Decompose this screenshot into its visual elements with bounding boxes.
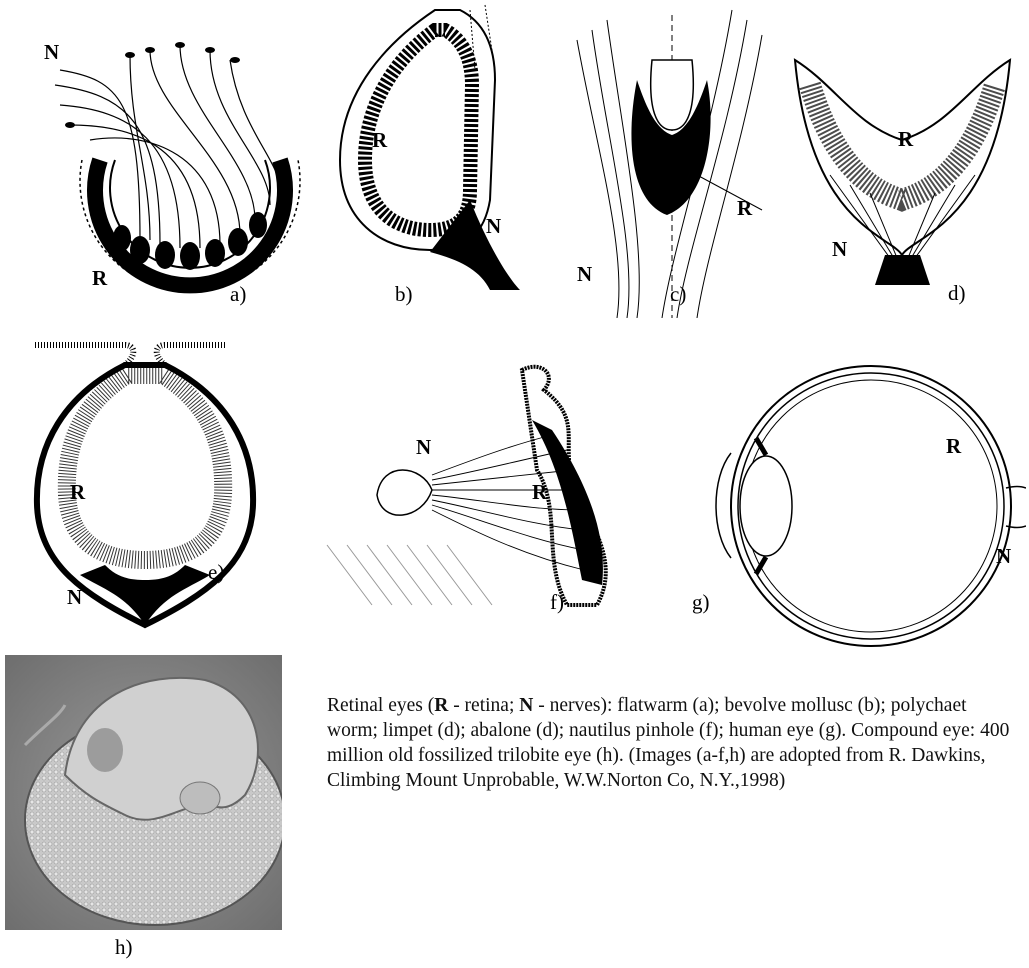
label-nerves-e: N xyxy=(67,585,82,610)
label-nerves-b: N xyxy=(486,214,501,239)
tag-e: e) xyxy=(208,560,224,585)
panel-a-flatworm-eye: N R a) xyxy=(30,10,310,310)
label-retina-a: R xyxy=(92,266,107,291)
label-nerves-c: N xyxy=(577,262,592,287)
polychaete-eye-drawing xyxy=(567,0,777,318)
figure-caption: Retinal eyes (R - retina; N - nerves): f… xyxy=(327,693,1017,793)
panel-g-human-eye: R N g) xyxy=(686,358,1026,653)
caption-nerves-letter: N xyxy=(519,695,533,716)
caption-part-1: Retinal eyes ( xyxy=(327,695,434,716)
tag-h: h) xyxy=(115,935,133,960)
tag-f: f) xyxy=(550,590,564,615)
label-nerves-g: N xyxy=(996,544,1011,569)
mollusc-eye-drawing xyxy=(320,0,550,310)
label-retina-c: R xyxy=(737,196,752,221)
label-retina-d: R xyxy=(898,127,913,152)
panel-d-limpet-eye: R N d) xyxy=(790,25,1015,315)
flatworm-eye-drawing xyxy=(30,10,310,310)
label-retina-b: R xyxy=(372,128,387,153)
caption-retina-letter: R xyxy=(434,695,448,716)
panel-e-abalone-eye: R N e) xyxy=(25,325,270,635)
label-nerves-d: N xyxy=(832,237,847,262)
tag-a: a) xyxy=(230,282,246,307)
panel-h-trilobite-eye: h) xyxy=(5,655,285,965)
panel-c-polychaete-eye: R N c) xyxy=(567,0,777,318)
label-retina-f: R xyxy=(532,480,547,505)
panel-f-nautilus-eye: N R f) xyxy=(322,360,672,620)
tag-d: d) xyxy=(948,281,966,306)
label-nerves-a: N xyxy=(44,40,59,65)
label-nerves-f: N xyxy=(416,435,431,460)
trilobite-eye-photo xyxy=(5,655,282,930)
tag-b: b) xyxy=(395,282,413,307)
abalone-eye-drawing xyxy=(25,325,270,635)
caption-part-2: - retina; xyxy=(448,695,519,716)
tag-c: c) xyxy=(670,282,686,307)
panel-b-mollusc-eye: R N b) xyxy=(320,0,550,310)
human-eye-drawing xyxy=(686,358,1026,653)
label-retina-g: R xyxy=(946,434,961,459)
limpet-eye-drawing xyxy=(790,25,1015,315)
nautilus-eye-drawing xyxy=(322,360,672,620)
tag-g: g) xyxy=(692,590,710,615)
label-retina-e: R xyxy=(70,480,85,505)
